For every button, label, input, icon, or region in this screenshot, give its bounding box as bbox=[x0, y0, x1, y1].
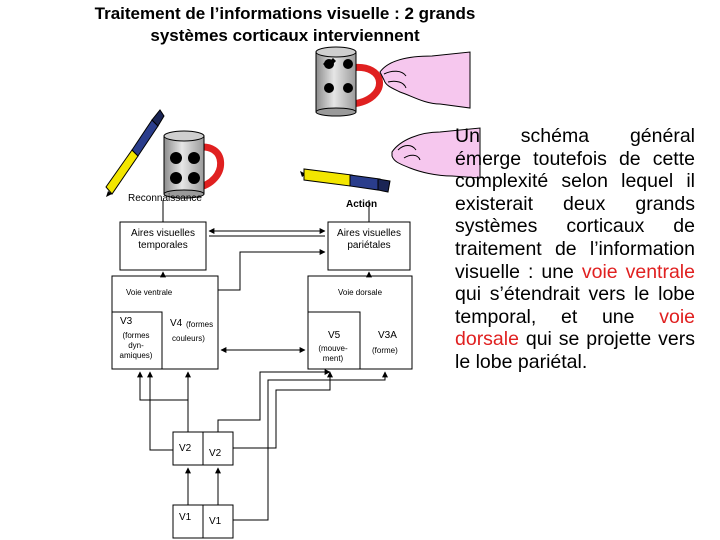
side-text-part-2: qui s’étendrait vers le lobe temporal, e… bbox=[455, 283, 695, 328]
label-v1-right: V1 bbox=[209, 516, 222, 527]
side-text-part-1: Un schéma général émerge toutefois de ce… bbox=[455, 125, 695, 283]
label-v5-note: (mouve- ment) bbox=[308, 344, 358, 364]
label-v4: V4 bbox=[170, 318, 183, 329]
v5-note-line-1: (mouve- bbox=[318, 344, 348, 353]
side-text-ventral-path: voie ventrale bbox=[581, 260, 695, 283]
box-v5 bbox=[307, 311, 361, 370]
label-v3-note: (formes dyn- amiques) bbox=[112, 331, 160, 361]
right-pen-illustration bbox=[300, 168, 391, 193]
left-mug-illustration bbox=[163, 130, 225, 199]
slide-title: Traitement de l’informations visuelle : … bbox=[40, 3, 530, 47]
label-v3a-note: (forme) bbox=[372, 346, 398, 355]
parietal-areas-line-2: pariétales bbox=[347, 240, 391, 251]
box-v3 bbox=[111, 311, 163, 370]
side-text-part-3: qui se projette vers le lobe pariétal. bbox=[455, 328, 695, 373]
label-v3: V3 bbox=[120, 316, 133, 327]
label-temporal-areas: Aires visuelles temporales bbox=[120, 228, 206, 252]
label-v5: V5 bbox=[328, 330, 341, 341]
label-parietal-areas: Aires visuelles pariétales bbox=[328, 228, 410, 252]
v3-note-line-2: dyn- bbox=[128, 341, 144, 350]
label-v3a: V3A bbox=[378, 330, 397, 341]
label-v2-left: V2 bbox=[179, 443, 192, 454]
label-v1-left: V1 bbox=[179, 512, 192, 523]
side-text-dorsal-path: voie dorsale bbox=[455, 305, 695, 351]
label-v4-note-2: couleurs) bbox=[172, 334, 205, 343]
label-reconnaissance: Reconnaissance bbox=[128, 193, 202, 204]
top-mug-illustration bbox=[315, 46, 383, 117]
temporal-areas-line-1: Aires visuelles bbox=[131, 228, 195, 239]
right-hand-illustration bbox=[391, 127, 481, 179]
top-hand-illustration bbox=[379, 51, 471, 109]
parietal-areas-line-1: Aires visuelles bbox=[337, 228, 401, 239]
diagram-arrows bbox=[137, 200, 388, 521]
v3-note-line-3: amiques) bbox=[119, 351, 153, 360]
label-dorsal-path: Voie dorsale bbox=[338, 288, 383, 297]
temporal-areas-line-2: temporales bbox=[138, 240, 188, 251]
label-ventral-path: Voie ventrale bbox=[126, 288, 173, 297]
label-action: Action bbox=[346, 199, 378, 210]
v3-note-line-1: (formes bbox=[122, 331, 150, 340]
left-pen-illustration bbox=[105, 109, 165, 197]
title-line-1: Traitement de l’informations visuelle : … bbox=[94, 4, 476, 23]
title-line-2: systèmes corticaux interviennent bbox=[150, 26, 420, 45]
label-v4-note-1: (formes bbox=[186, 320, 214, 329]
label-v2-right: V2 bbox=[209, 448, 222, 459]
v5-note-line-2: ment) bbox=[322, 354, 344, 363]
side-explanation-text: Un schéma général émerge toutefois de ce… bbox=[455, 125, 695, 374]
